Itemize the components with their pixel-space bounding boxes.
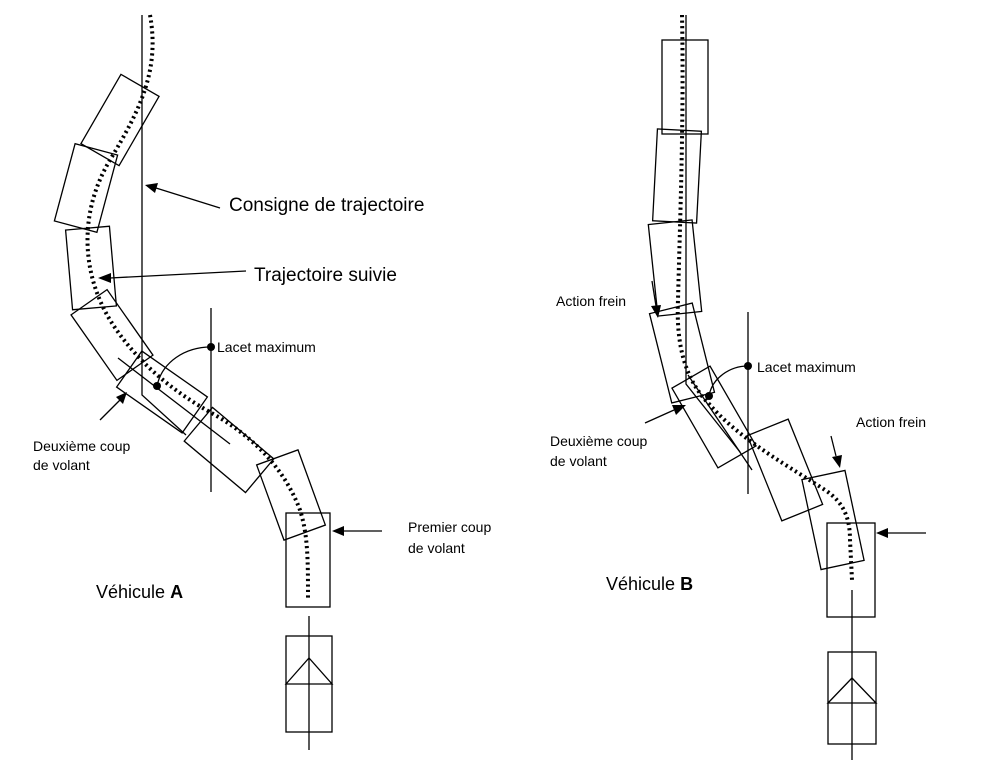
vehicle-a-box-6 xyxy=(183,406,275,494)
vehicle-b-frein2-leader xyxy=(830,435,837,457)
vehicle-a-premier-label-line2: de volant xyxy=(408,540,465,556)
vehicle-a-box-3 xyxy=(64,225,118,311)
vehicle-b-deuxieme-label-line2: de volant xyxy=(550,453,607,469)
vehicle-b-deuxieme-leader xyxy=(644,409,675,424)
vehicle-b-box-3 xyxy=(647,219,703,317)
vehicle-a-consigne-arrowhead xyxy=(145,183,158,193)
vehicle-a-lacet-label: Lacet maximum xyxy=(217,339,316,355)
vehicle-a-deuxieme-label-line2: de volant xyxy=(33,457,90,473)
vehicle-b-title: Véhicule B xyxy=(606,574,693,594)
vehicle-b-box-4 xyxy=(648,302,716,404)
vehicle-a-yaw-heading xyxy=(117,357,231,445)
vehicle-a-premier-label-line1: Premier coup xyxy=(408,519,491,535)
vehicle-a-lacet-leader-dot xyxy=(207,343,215,351)
vehicle-a-lacet-leader xyxy=(156,346,212,387)
vehicle-b-frein1-leader xyxy=(651,280,657,307)
vehicle-a-box-8 xyxy=(285,512,331,608)
vehicle-a-trajectoire-arrowhead xyxy=(98,273,111,283)
vehicle-b-deuxieme-arrowhead xyxy=(672,405,686,415)
vehicle-a-consigne-label: Consigne de trajectoire xyxy=(229,195,424,216)
vehicle-a-title: Véhicule A xyxy=(96,582,183,602)
vehicle-b-box-6 xyxy=(746,418,824,522)
vehicle-a-box-2 xyxy=(53,142,119,234)
vehicle-a-box-7 xyxy=(255,449,327,541)
vehicle-a-trajectoire-suivie xyxy=(85,14,310,601)
vehicle-a-consigne-line xyxy=(141,15,187,436)
vehicle-a-trajectoire-label: Trajectoire suivie xyxy=(254,265,397,286)
vehicle-b-lacet-leader-dot xyxy=(744,362,752,370)
vehicle-a-title-prefix: Véhicule xyxy=(96,582,170,602)
vehicle-b-frein2-arrowhead xyxy=(832,455,842,468)
vehicle-b-deuxieme-label-line1: Deuxième coup xyxy=(550,433,647,449)
vehicle-a-deuxieme-arrowhead xyxy=(116,392,127,404)
vehicle-b-frein1-arrowhead xyxy=(651,305,661,318)
vehicle-b-title-letter: B xyxy=(680,574,693,594)
vehicle-a-consigne-leader xyxy=(155,187,221,209)
vehicle-a-box-5 xyxy=(115,350,209,434)
vehicle-b-box-5 xyxy=(671,365,757,469)
vehicle-b-lacet-label: Lacet maximum xyxy=(757,359,856,375)
vehicle-a-box-1 xyxy=(80,73,160,167)
vehicle-b-group: Action frein Lacet maximum Deuxième coup… xyxy=(550,14,926,760)
vehicle-b-box-7 xyxy=(801,469,865,571)
vehicle-b-box-8 xyxy=(826,522,876,618)
vehicle-b-frein2-label: Action frein xyxy=(856,414,926,430)
vehicle-a-premier-arrowhead xyxy=(332,526,344,536)
vehicle-b-box-1 xyxy=(661,39,709,135)
vehicle-b-trajectoire-suivie xyxy=(675,14,854,581)
vehicle-a-deuxieme-leader xyxy=(99,399,121,421)
vehicle-a-box-4 xyxy=(70,288,154,382)
vehicle-b-frein1-label: Action frein xyxy=(556,293,626,309)
vehicle-a-title-letter: A xyxy=(170,582,183,602)
vehicle-b-box-2 xyxy=(651,128,703,224)
vehicle-a-group: Consigne de trajectoire Trajectoire suiv… xyxy=(33,14,491,750)
vehicle-b-lacet-leader xyxy=(708,365,749,397)
vehicle-b-premier-arrowhead xyxy=(876,528,888,538)
vehicle-a-trajectoire-leader xyxy=(109,270,247,279)
vehicle-b-consigne-line xyxy=(685,15,741,453)
vehicle-b-title-prefix: Véhicule xyxy=(606,574,680,594)
vehicle-a-deuxieme-label-line1: Deuxième coup xyxy=(33,438,130,454)
